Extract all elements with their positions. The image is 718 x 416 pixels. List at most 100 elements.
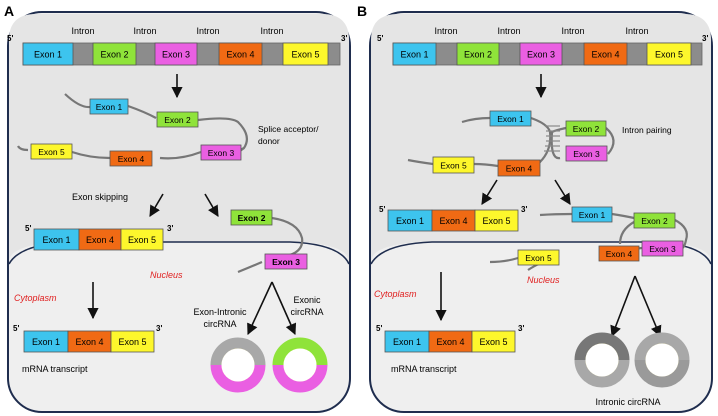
exon-label: Exon 5 — [479, 337, 507, 347]
intron-line — [489, 256, 519, 264]
exon-box — [264, 253, 308, 270]
exon-box — [633, 212, 676, 229]
intron-line — [64, 93, 91, 109]
intron-pairing-structure: Exon 1 Exon 2 Exon 3 Exon 4 Exon 5 Intro… — [407, 110, 672, 177]
exon-box — [519, 42, 563, 66]
exon-intronic-circrna-ring — [210, 337, 266, 393]
intronic-circrna-ring-2 — [634, 332, 690, 388]
intron-label: Intron — [196, 26, 219, 36]
intronic-circrna-ring-1 — [574, 332, 630, 388]
exon-label: Exon 2 — [464, 50, 492, 60]
mrna-label: mRNA transcript — [391, 364, 457, 374]
intron-label: Intron — [260, 26, 283, 36]
exon-box — [517, 249, 560, 266]
exon-label: Exon 1 — [579, 210, 606, 220]
intron-line — [539, 212, 573, 217]
intron-line — [127, 104, 157, 119]
nucleus-b — [371, 14, 711, 262]
mrna-label: mRNA transcript — [22, 364, 88, 374]
five-prime-label: 5' — [13, 324, 19, 333]
exon-label: Exon 2 — [238, 213, 266, 223]
exon-box — [641, 240, 684, 257]
intron-line — [159, 150, 202, 160]
arrow — [247, 281, 273, 336]
exon-label: Exon 3 — [527, 50, 555, 60]
splice-label: donor — [258, 136, 280, 146]
exon-label: Exon 4 — [439, 216, 467, 226]
exonic-circrna-ring — [272, 337, 328, 393]
top-gene-a: 5' 3' Exon 1 Exon 2 Exon 3 Exon 4 Exon 5… — [7, 26, 347, 66]
exon-box — [474, 209, 519, 232]
intron-label: Intron — [434, 26, 457, 36]
exon-box — [156, 111, 199, 128]
exon-label: Exon 4 — [75, 337, 103, 347]
exon-label: Exon 4 — [436, 337, 464, 347]
eicirc-label: circRNA — [204, 319, 237, 329]
pre-mrna-a: Exon 1 Exon 2 Exon 3 Exon 4 Exon 5 Splic… — [17, 93, 319, 167]
three-prime-label: 3' — [156, 324, 162, 333]
panel-a: A 5' 3' Exon 1 Exon 2 Exon 3 Exon 4 Exon… — [4, 3, 351, 413]
intron-line — [71, 150, 111, 160]
exon-label: Exon 2 — [100, 50, 128, 60]
exon-box — [598, 245, 640, 262]
three-prime-label: 3' — [521, 205, 527, 214]
exon-label: Exon 5 — [118, 337, 146, 347]
three-prime-label: 3' — [341, 34, 347, 43]
exon-box — [200, 144, 242, 161]
intron-line — [473, 162, 499, 168]
ecirc-label: circRNA — [291, 307, 324, 317]
exon-label: Exon 1 — [42, 235, 70, 245]
exon-label: Exon 5 — [291, 50, 319, 60]
exon-loop-a: Exon 2 Exon 3 — [230, 209, 308, 274]
arrow — [204, 193, 219, 217]
five-prime-label: 5' — [379, 205, 385, 214]
exon-box — [565, 120, 607, 137]
exon-box — [110, 330, 155, 353]
five-prime-label: 5' — [377, 34, 383, 43]
exon-label: Exon 4 — [506, 164, 533, 174]
exon-label: Exon 1 — [32, 337, 60, 347]
nuclear-envelope-b — [370, 241, 712, 265]
exon-label: Exon 5 — [440, 161, 467, 171]
intron-line — [407, 158, 434, 166]
nucleus-label: Nucleus — [150, 270, 183, 280]
exon-box — [432, 156, 475, 174]
intronic-loop-b: Exon 1 Exon 2 Exon 3 Exon 5 Exon 4 — [489, 206, 688, 271]
exon-label: Exon 4 — [591, 50, 619, 60]
exon-label: Exon 1 — [34, 50, 62, 60]
exon-label: Exon 5 — [38, 147, 65, 157]
exon-box — [120, 228, 164, 251]
exon-label: Exon 3 — [649, 244, 676, 254]
exon-label: Exon 2 — [573, 124, 600, 134]
arrow — [149, 193, 164, 217]
panel-a-letter: A — [4, 3, 14, 19]
arrow — [271, 281, 297, 336]
exon-box — [218, 42, 263, 66]
exon-label: Exon 2 — [641, 216, 668, 226]
intron-label: Intron — [497, 26, 520, 36]
nuclear-envelope-a — [8, 241, 350, 265]
intron-pairing-label: Intron pairing — [622, 125, 672, 135]
exon-box — [92, 42, 137, 66]
exon-box — [230, 209, 273, 226]
linear-transcript-mid-b: 5' 3' Exon 1 Exon 4 Exon 5 — [379, 205, 527, 232]
nucleus-label: Nucleus — [527, 275, 560, 285]
exon-label: Exon 4 — [606, 249, 633, 259]
intron-line — [237, 260, 263, 274]
exon-label: Exon 1 — [400, 50, 428, 60]
intronic-circrna-label: Intronic circRNA — [595, 397, 660, 407]
exon-skipping-label: Exon skipping — [72, 192, 128, 202]
top-gene-b: 5' 3' Exon 1 Exon 2 Exon 3 Exon 4 Exon 5… — [377, 26, 708, 66]
exon-box — [30, 143, 73, 160]
intron-label: Intron — [625, 26, 648, 36]
exon-label: Exon 1 — [497, 114, 524, 124]
exon-box — [89, 98, 129, 115]
three-prime-label: 3' — [167, 224, 173, 233]
exon-box — [471, 330, 516, 353]
linear-transcript-mid-a: 5' 3' Exon 1 Exon 4 Exon 5 — [25, 224, 173, 251]
cytoplasm-label: Cytoplasm — [14, 293, 57, 303]
mrna-transcript-b: 5' 3' Exon 1 Exon 4 Exon 5 mRNA transcri… — [376, 324, 524, 374]
panel-b-letter: B — [357, 3, 367, 19]
exon-box — [489, 110, 532, 127]
